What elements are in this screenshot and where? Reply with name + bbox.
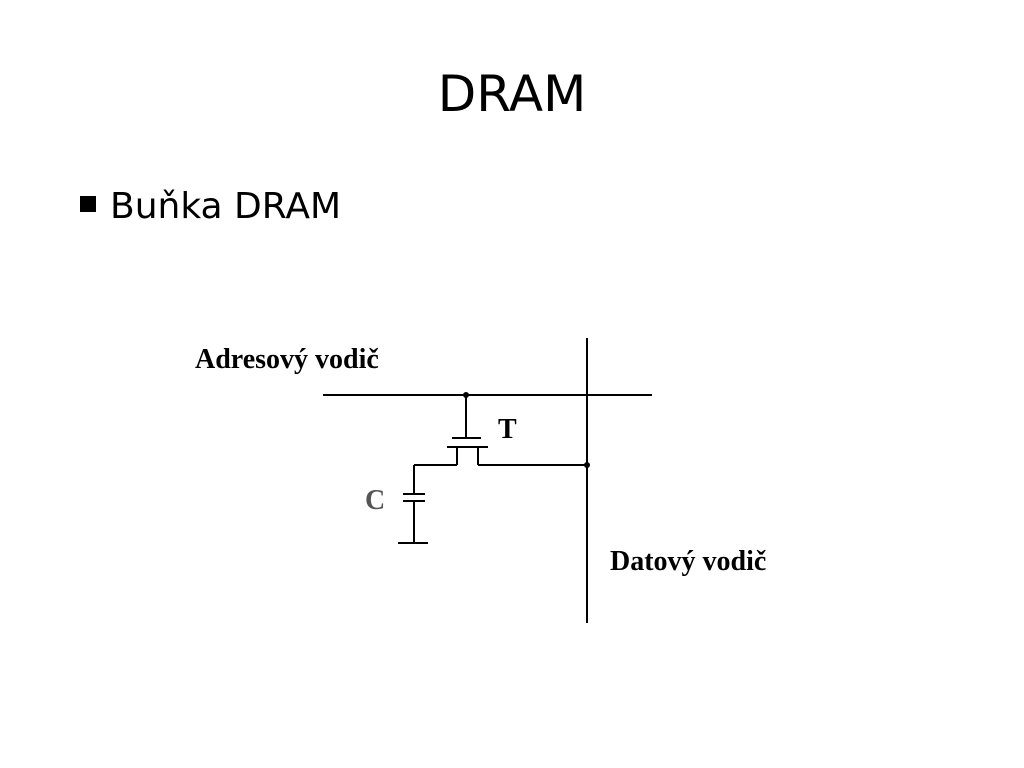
data-line-label: Datový vodič bbox=[610, 546, 766, 577]
junction-dot-data bbox=[584, 462, 590, 468]
address-line-label: Adresový vodič bbox=[195, 344, 379, 375]
junction-dot-address bbox=[463, 392, 469, 398]
bullet-list: Buňka DRAM bbox=[80, 182, 341, 232]
capacitor-label: C bbox=[365, 485, 385, 516]
bullet-square-icon bbox=[80, 196, 96, 212]
bullet-text: Buňka DRAM bbox=[110, 186, 342, 227]
transistor-label: T bbox=[498, 414, 517, 445]
slide-title: DRAM bbox=[437, 65, 587, 123]
bullet-item: Buňka DRAM bbox=[80, 182, 341, 232]
